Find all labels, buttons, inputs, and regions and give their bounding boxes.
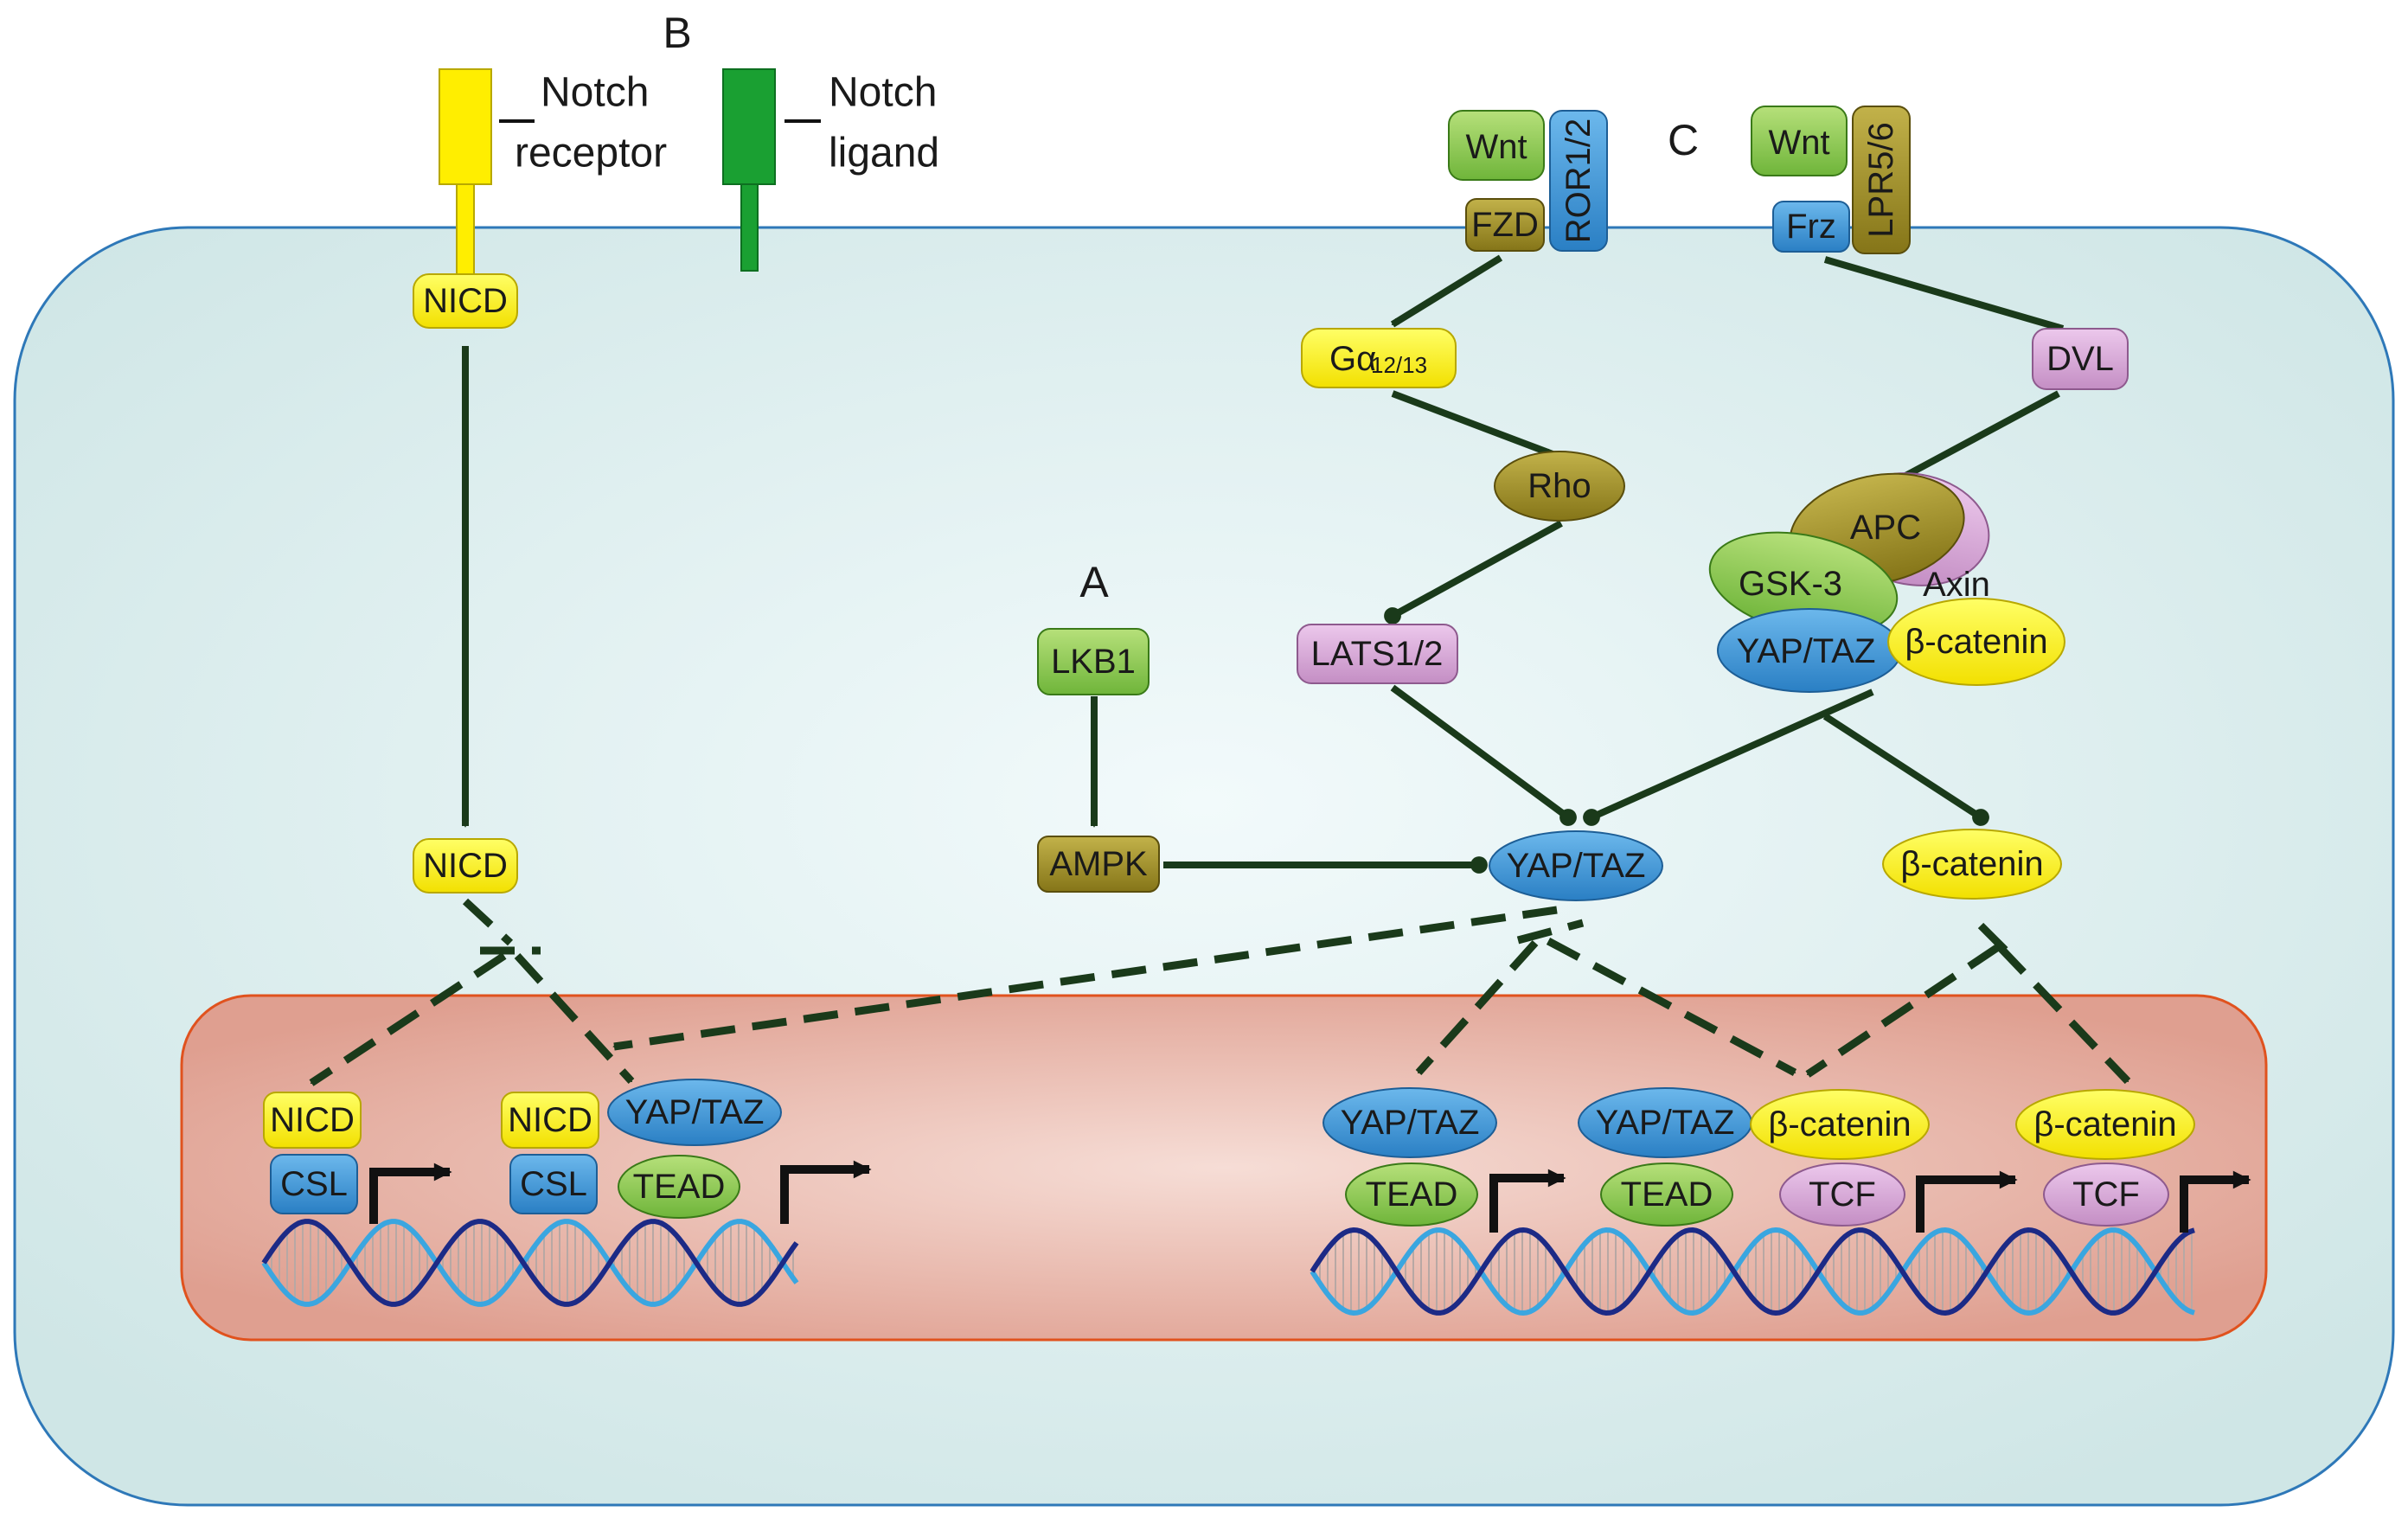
inhibit-dvl-apc [1886, 390, 2060, 490]
apc-label: APC [1850, 509, 1921, 547]
section-label-c: C [1668, 116, 1699, 164]
svg-text:Gα: Gα [1329, 340, 1376, 378]
svg-text:ROR1/2: ROR1/2 [1559, 118, 1598, 244]
inhibit-complex-yap [1583, 689, 1874, 826]
dna-strand [261, 1219, 799, 1307]
svg-text:β-catenin: β-catenin [2033, 1105, 2176, 1143]
rho-node: Rho [1494, 451, 1625, 522]
yap-taz-complex-label: YAP/TAZ [1737, 632, 1876, 670]
svg-text:NICD: NICD [423, 847, 508, 885]
notch-ligand-label-1: Notch [829, 70, 937, 116]
dna-strand [261, 1219, 799, 1307]
transcription-arrow-4 [1916, 1170, 2018, 1233]
wnt-ror-fzd-receptor: Wnt ROR1/2 FZD [1448, 110, 1608, 252]
svg-text:NICD: NICD [423, 282, 508, 320]
gsk3-label: GSK-3 [1739, 565, 1842, 603]
svg-text:FZD: FZD [1471, 206, 1539, 244]
inhibit-complex-bcat [1822, 713, 1989, 826]
nicd-cyto-node: NICD [413, 838, 518, 894]
notch-receptor: Notch receptor [439, 68, 667, 280]
svg-text:TEAD: TEAD [1366, 1175, 1458, 1214]
yap-taz-cyto-node: YAP/TAZ [1489, 830, 1663, 901]
transcription-arrow-2 [780, 1160, 872, 1224]
dashed-yap-to-tcf [1546, 938, 1797, 1076]
transcription-arrow-5 [2180, 1170, 2251, 1233]
svg-text:Wnt: Wnt [1465, 128, 1527, 166]
svg-text:TEAD: TEAD [633, 1168, 726, 1206]
wnt-lpr-frz-receptor: Wnt LPR5/6 Frz [1751, 106, 1911, 254]
svg-text:YAP/TAZ: YAP/TAZ [1341, 1104, 1480, 1142]
svg-text:TCF: TCF [2072, 1175, 2140, 1214]
svg-text:DVL: DVL [2046, 340, 2114, 378]
svg-text:TEAD: TEAD [1621, 1175, 1713, 1214]
svg-text:LATS1/2: LATS1/2 [1311, 635, 1444, 673]
bcat-cyto-node: β-catenin [1882, 829, 2062, 900]
svg-text:Frz: Frz [1786, 208, 1836, 246]
svg-text:NICD: NICD [508, 1101, 592, 1139]
ampk-node: AMPK [1037, 836, 1160, 893]
arrow-frz-dvl [1823, 256, 2063, 332]
inhibit-lats-yap [1390, 684, 1577, 826]
dashed-connectors [309, 898, 2131, 1086]
svg-text:Rho: Rho [1527, 467, 1591, 505]
lats-node: LATS1/2 [1297, 624, 1458, 684]
nuclear-bcat-tcf: β-catenin TCF [2015, 1089, 2195, 1227]
nicd-membrane-node: NICD [413, 273, 518, 329]
svg-text:CSL: CSL [280, 1165, 348, 1203]
nuclear-yap-tead-bcat-tcf: YAP/TAZ TEAD β-catenin TCF [1578, 1087, 1930, 1227]
svg-text:β-catenin: β-catenin [1900, 845, 2043, 883]
arrow-fzd-galpha [1390, 254, 1503, 328]
notch-receptor-label-2: receptor [515, 131, 667, 176]
lkb1-node: LKB1 [1037, 628, 1150, 695]
dashed-yap-to-tead [1415, 939, 1539, 1076]
dashed-nicd-to-yap [514, 952, 635, 1085]
svg-text:YAP/TAZ: YAP/TAZ [1596, 1104, 1735, 1142]
notch-receptor-label-1: Notch [541, 70, 649, 116]
svg-text:YAP/TAZ: YAP/TAZ [625, 1093, 765, 1131]
dvl-node: DVL [2032, 328, 2129, 390]
nuclear-nicd-csl: NICD CSL [263, 1092, 362, 1214]
destruction-complex: APC Axin GSK-3 YAP/TAZ β-catenin [1708, 472, 2065, 693]
nuclear-nicd-csl-yap-tead: NICD CSL YAP/TAZ TEAD [501, 1079, 782, 1219]
svg-text:β-catenin: β-catenin [1768, 1105, 1911, 1143]
arrow-galpha-rho [1391, 390, 1553, 458]
nuclear-yap-tead-1: YAP/TAZ TEAD [1322, 1087, 1497, 1227]
svg-text:TCF: TCF [1809, 1175, 1876, 1214]
nucleus [180, 994, 2268, 1342]
section-label-a: A [1079, 558, 1109, 606]
svg-text:LPR5/6: LPR5/6 [1862, 122, 1900, 237]
section-label-b: B [663, 9, 691, 57]
notch-ligand: Notch ligand [722, 68, 939, 272]
svg-text:AMPK: AMPK [1049, 845, 1148, 883]
dashed-yap-to-nicd-yap [614, 906, 1558, 1051]
transcription-arrow-3 [1489, 1169, 1566, 1233]
bcat-complex-label: β-catenin [1905, 623, 2047, 661]
solid-connectors [465, 254, 2063, 874]
dashed-nicd-fork [462, 898, 514, 946]
dashed-bcat-to-yap-tead [1805, 944, 2001, 1078]
svg-text:NICD: NICD [270, 1101, 355, 1139]
svg-text:12/13: 12/13 [1371, 352, 1427, 378]
svg-text:Wnt: Wnt [1768, 124, 1829, 162]
inhibit-rho-lats [1384, 520, 1563, 624]
galpha-12-13-node: Gα 12/13 [1301, 328, 1457, 388]
dashed-nicd-to-csl [309, 952, 507, 1086]
svg-text:LKB1: LKB1 [1051, 643, 1136, 681]
dna-left [261, 1219, 799, 1307]
dna-right [1310, 1227, 2195, 1316]
dna-strand [1310, 1227, 2195, 1316]
notch-ligand-label-2: ligand [829, 131, 939, 176]
transcription-arrow-1 [369, 1163, 452, 1224]
svg-text:YAP/TAZ: YAP/TAZ [1507, 847, 1646, 885]
dna-strand [1310, 1227, 2195, 1316]
dashed-bcat-to-tcf [1996, 944, 2131, 1085]
svg-text:CSL: CSL [520, 1165, 587, 1203]
axin-label: Axin [1923, 566, 1990, 604]
